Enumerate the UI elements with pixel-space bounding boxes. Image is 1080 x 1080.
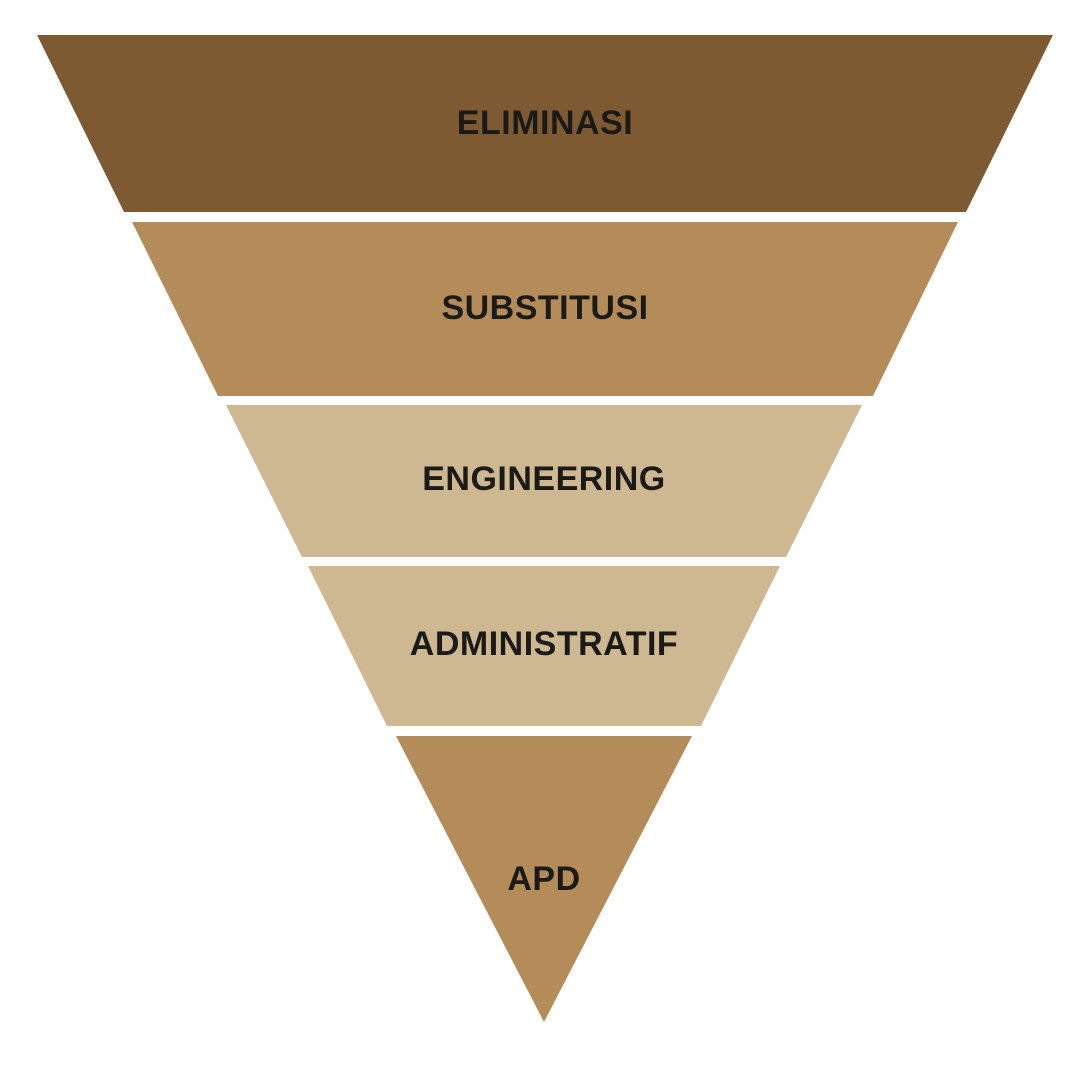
tier-substitusi-band — [132, 222, 958, 396]
tier-apd-label: APD — [507, 860, 580, 898]
tier-apd: APD — [396, 736, 692, 1022]
tier-substitusi-label: SUBSTITUSI — [441, 289, 648, 327]
tier-eliminasi: ELIMINASI — [37, 35, 1053, 212]
tier-administratif-label: ADMINISTRATIF — [410, 625, 678, 663]
tier-engineering-label: ENGINEERING — [422, 460, 666, 498]
tier-administratif-band — [308, 566, 780, 726]
tier-eliminasi-label: ELIMINASI — [457, 104, 633, 142]
tier-apd-band — [396, 736, 692, 1022]
tier-administratif: ADMINISTRATIF — [308, 566, 780, 726]
tier-engineering: ENGINEERING — [226, 405, 862, 557]
tier-substitusi: SUBSTITUSI — [132, 222, 958, 396]
tier-engineering-band — [226, 405, 862, 557]
tier-eliminasi-band — [37, 35, 1053, 212]
